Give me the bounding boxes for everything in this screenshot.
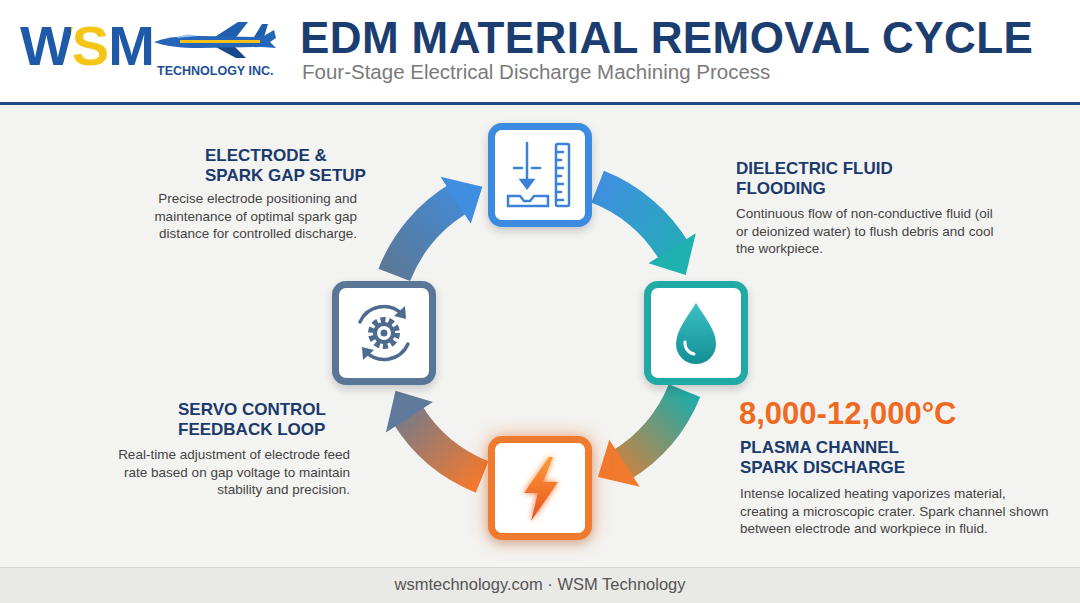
stage-heading: PLASMA CHANNEL SPARK DISCHARGE [740,438,960,478]
servo-icon [360,306,408,360]
stage-icon-box: SERVO CONTROL FEEDBACK LOOPReal-time adj… [332,281,436,385]
drop-highlight [685,342,694,354]
arrow-head [649,233,696,275]
gap-arrow [532,167,540,170]
arrow-head [598,440,640,487]
stage-description: Continuous flow of non-conductive fluid … [736,205,998,258]
ruler-ticks [556,152,563,200]
jet-stripe [180,40,260,43]
workpiece [508,196,548,206]
logo-subtext: TECHNOLOGY INC. [157,64,273,78]
electrode-icon [508,143,569,206]
stage-description: Real-time adjustment of electrode feed r… [110,446,350,499]
subtitle: Four-Stage Electrical Discharge Machinin… [302,60,770,84]
jet-canopy [176,34,198,38]
bolt-icon [524,457,558,521]
arrow-shaft [407,413,482,476]
drop-icon [676,303,716,364]
cycle-arrow-icon [360,307,402,322]
stage-icon-box: 8,000-12,000°CPLASMA CHANNEL SPARK DISCH… [488,436,592,540]
stage-icon-box: DIELECTRIC FLUID FLOODINGContinuous flow… [644,281,748,385]
stage-heading: SERVO CONTROL FEEDBACK LOOP [178,400,368,440]
stage-heading: DIELECTRIC FLUID FLOODING [736,159,956,199]
gear-hub [381,330,388,337]
gap-arrow [514,167,522,170]
ruler [556,144,569,206]
cycle-arrow [598,391,685,487]
cycle-arrow [386,391,482,477]
stage-heading: ELECTRODE & SPARK GAP SETUP [205,146,375,186]
cycle-arrowhead-icon [362,347,374,360]
electrode-tip [521,180,533,188]
arrow-shaft [621,391,685,466]
jet-tail [254,24,268,37]
stage-description: Precise electrode positioning and mainte… [107,190,357,243]
arrow-shaft [598,187,675,252]
cycle-arrow [394,177,482,275]
diagram-title: EDM MATERIAL REMOVAL CYCLE [300,13,1033,63]
electrode-rod [526,143,529,180]
header-rule [0,102,1080,105]
gear-body [375,324,393,342]
temperature-value: 8,000-12,000°C [739,396,957,432]
footer-text: wsmtechnology.com · WSM Technology [0,575,1080,594]
arrow-shaft [394,198,459,275]
gear-teeth [371,320,397,346]
fluid-drop [676,303,716,364]
logo-wordmark: WSM [20,14,154,78]
arrow-head [441,177,483,224]
stage-icon-box: ELECTRODE & SPARK GAP SETUPPrecise elect… [488,123,592,227]
cycle-arrow [598,187,696,275]
lightning-bolt [524,457,558,521]
arrow-head [386,391,433,433]
cycle-arrow-icon [366,344,408,359]
cycle-arrowhead-icon [394,306,406,319]
stage-description: Intense localized heating vaporizes mate… [740,485,1052,538]
jet-logo [150,18,278,62]
